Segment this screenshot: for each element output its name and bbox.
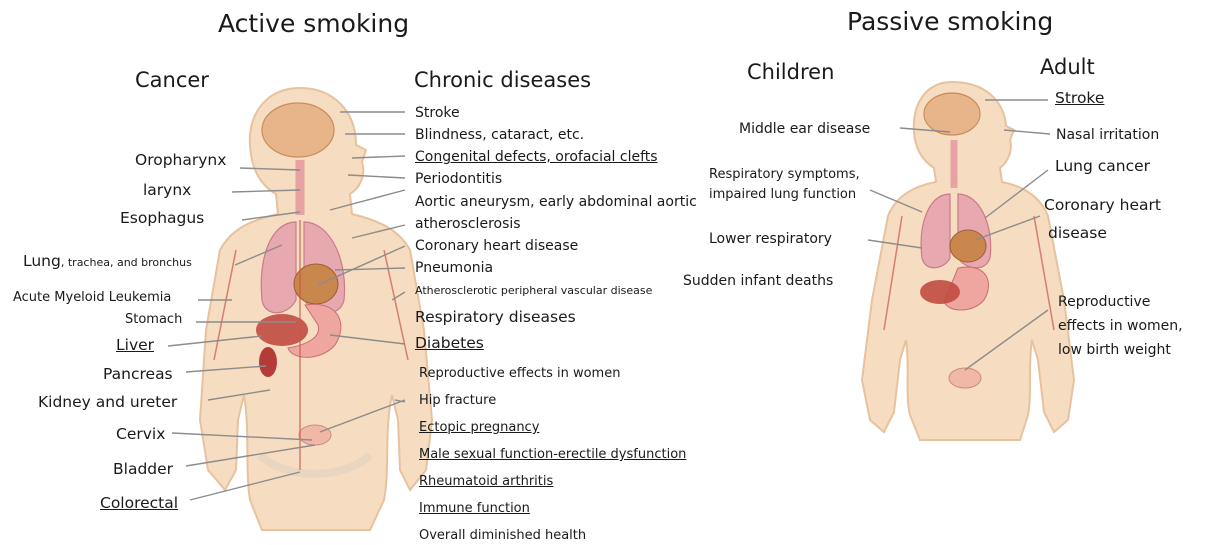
label-lung-main: Lung <box>23 252 61 270</box>
label-rheumatoid: Rheumatoid arthritis <box>419 475 553 490</box>
label-kidney: Kidney and ureter <box>38 394 177 412</box>
label-cervix: Cervix <box>116 426 165 444</box>
label-lower-resp: Lower respiratory <box>709 231 832 247</box>
label-lung: Lung, trachea, and bronchus <box>23 252 192 271</box>
active-body-figure <box>200 88 432 530</box>
label-respiratory: Respiratory diseases <box>415 309 576 327</box>
label-nasal: Nasal irritation <box>1056 127 1159 143</box>
active-bladder <box>299 425 331 445</box>
active-kidney <box>259 347 277 377</box>
label-resp-symptoms-1: Respiratory symptoms, <box>709 168 860 183</box>
adult-heading: Adult <box>1040 55 1095 79</box>
children-heading: Children <box>747 60 834 84</box>
active-title: Active smoking <box>218 10 409 39</box>
label-aml: Acute Myeloid Leukemia <box>13 291 171 306</box>
label-overall: Overall diminished health <box>419 529 586 544</box>
label-liver: Liver <box>116 337 154 355</box>
passive-uterus <box>949 368 981 388</box>
active-brain <box>262 103 334 157</box>
label-stomach: Stomach <box>125 313 182 328</box>
label-ectopic: Ectopic pregnancy <box>419 421 539 436</box>
label-esophagus: Esophagus <box>120 210 204 228</box>
label-resp-symptoms-2: impaired lung function <box>709 188 856 203</box>
label-male: Male sexual function-erectile dysfunctio… <box>419 448 686 463</box>
label-blindness: Blindness, cataract, etc. <box>415 127 584 143</box>
label-aortic-2: atherosclerosis <box>415 216 521 232</box>
label-lung-cancer: Lung cancer <box>1055 158 1150 176</box>
label-larynx: larynx <box>143 182 191 200</box>
passive-brain <box>924 93 980 135</box>
label-oropharynx: Oropharynx <box>135 152 226 170</box>
label-adult-stroke: Stroke <box>1055 90 1104 108</box>
label-periodontitis: Periodontitis <box>415 171 502 187</box>
label-adult-repro-2: effects in women, <box>1058 318 1183 334</box>
label-colorectal: Colorectal <box>100 495 178 513</box>
label-adult-chd-2: disease <box>1048 225 1107 243</box>
passive-title: Passive smoking <box>847 8 1053 37</box>
label-stroke: Stroke <box>415 105 460 121</box>
label-adult-repro-3: low birth weight <box>1058 342 1171 358</box>
label-sids: Sudden infant deaths <box>683 273 833 289</box>
label-adult-repro-1: Reproductive <box>1058 294 1150 310</box>
label-hip: Hip fracture <box>419 394 496 409</box>
label-bladder: Bladder <box>113 461 173 479</box>
cancer-heading: Cancer <box>135 68 209 92</box>
passive-liver <box>920 280 960 304</box>
label-chd: Coronary heart disease <box>415 238 578 254</box>
label-immune: Immune function <box>419 502 530 517</box>
label-aortic-1: Aortic aneurysm, early abdominal aortic <box>415 194 697 210</box>
passive-body-figure <box>862 82 1074 440</box>
label-congenital: Congenital defects, orofacial clefts <box>415 149 658 165</box>
label-pancreas: Pancreas <box>103 366 173 384</box>
label-pvd: Atherosclerotic peripheral vascular dise… <box>415 285 652 298</box>
label-middle-ear: Middle ear disease <box>739 121 870 137</box>
label-pneumonia: Pneumonia <box>415 260 493 276</box>
chronic-heading: Chronic diseases <box>414 68 591 92</box>
passive-heart <box>950 230 986 262</box>
label-lung-sub: , trachea, and bronchus <box>61 256 192 269</box>
label-reproductive: Reproductive effects in women <box>419 367 620 382</box>
label-diabetes: Diabetes <box>415 335 484 353</box>
label-adult-chd-1: Coronary heart <box>1044 197 1161 215</box>
